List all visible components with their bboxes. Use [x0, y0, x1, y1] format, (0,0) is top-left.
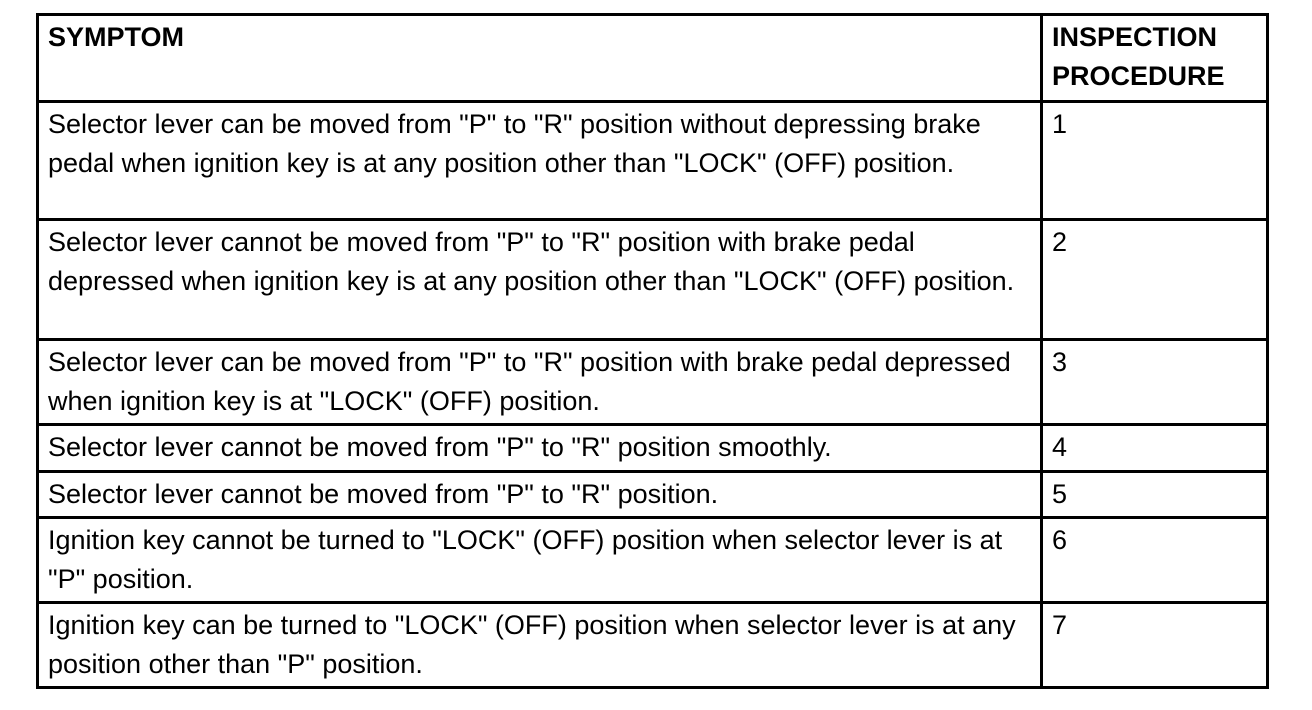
symptom-cell: Selector lever can be moved from "P" to …: [36, 100, 1043, 221]
table-row: Selector lever cannot be moved from "P" …: [36, 218, 1269, 341]
table-header-row: SYMPTOM INSPECTION PROCEDURE: [36, 13, 1269, 103]
table-row: Ignition key cannot be turned to "LOCK" …: [36, 516, 1269, 604]
symptom-inspection-table: SYMPTOM INSPECTION PROCEDURE Selector le…: [36, 13, 1269, 689]
symptom-cell: Ignition key cannot be turned to "LOCK" …: [36, 516, 1043, 604]
symptom-cell: Selector lever cannot be moved from "P" …: [36, 218, 1043, 341]
procedure-cell: 2: [1040, 218, 1269, 341]
procedure-cell: 4: [1040, 423, 1269, 473]
symptom-cell: Selector lever cannot be moved from "P" …: [36, 423, 1043, 473]
procedure-cell: 6: [1040, 516, 1269, 604]
table-row: Selector lever cannot be moved from "P" …: [36, 423, 1269, 473]
table-row: Selector lever can be moved from "P" to …: [36, 338, 1269, 426]
symptom-cell: Selector lever cannot be moved from "P" …: [36, 470, 1043, 519]
symptom-cell: Selector lever can be moved from "P" to …: [36, 338, 1043, 426]
table-row: Selector lever cannot be moved from "P" …: [36, 470, 1269, 519]
procedure-cell: 7: [1040, 601, 1269, 689]
inspection-procedure-column-header: INSPECTION PROCEDURE: [1040, 13, 1269, 103]
symptom-column-header: SYMPTOM: [36, 13, 1043, 103]
table-row: Ignition key can be turned to "LOCK" (OF…: [36, 601, 1269, 689]
table-row: Selector lever can be moved from "P" to …: [36, 100, 1269, 221]
procedure-cell: 3: [1040, 338, 1269, 426]
procedure-cell: 5: [1040, 470, 1269, 519]
procedure-cell: 1: [1040, 100, 1269, 221]
symptom-cell: Ignition key can be turned to "LOCK" (OF…: [36, 601, 1043, 689]
